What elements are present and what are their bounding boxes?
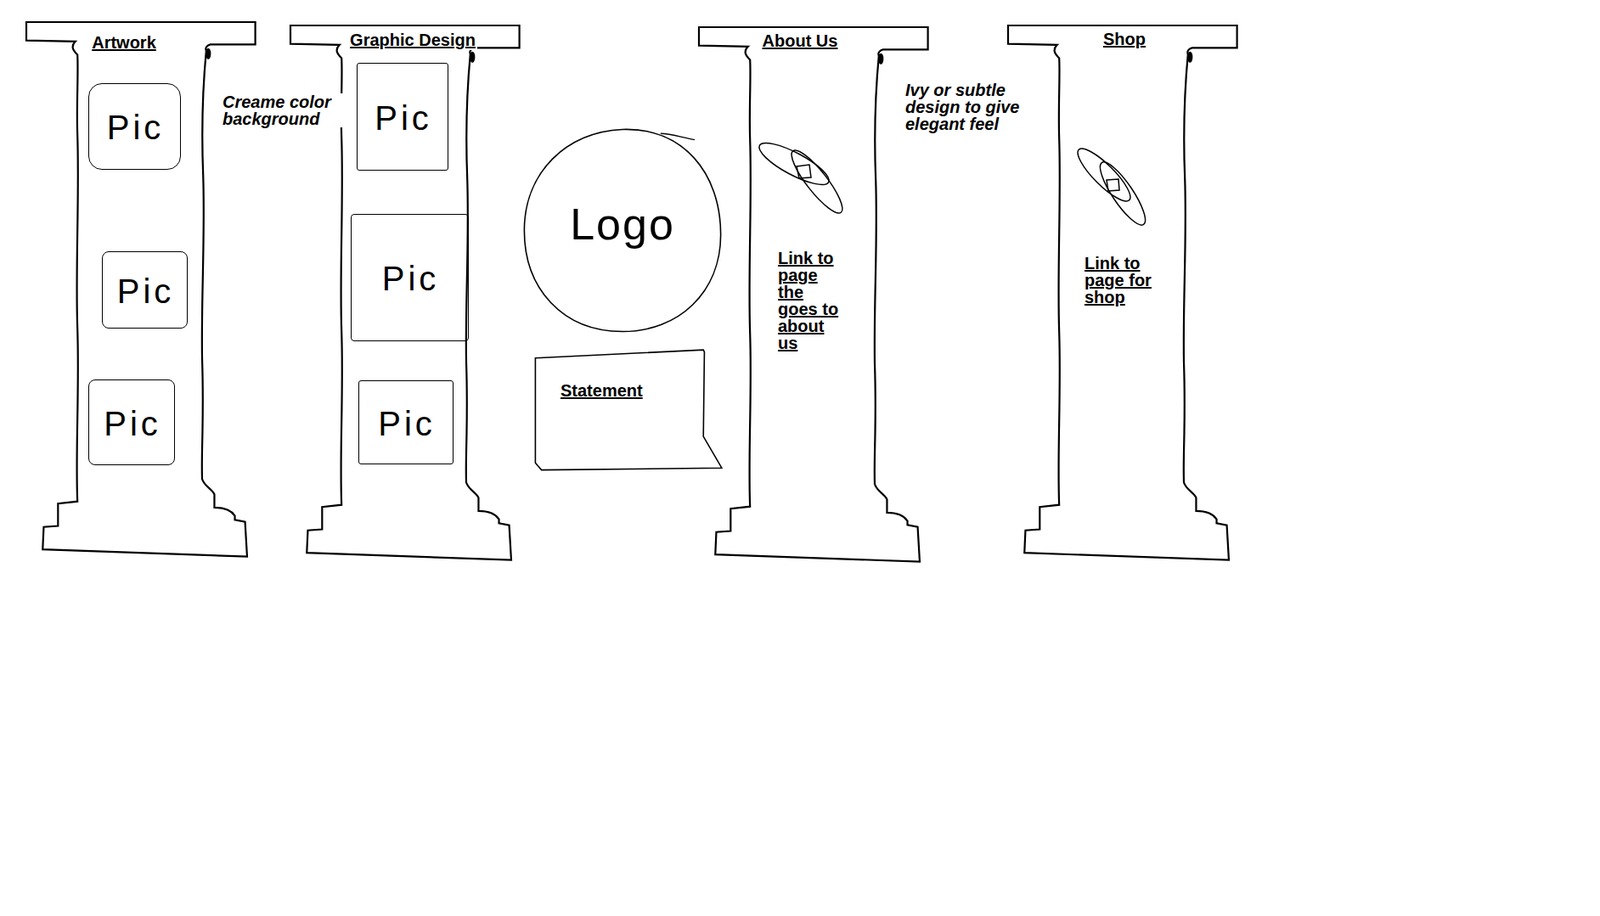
pic-box: Pic <box>358 380 454 465</box>
pic-placeholder-text: Pic <box>374 98 433 138</box>
logo-text: Logo <box>569 198 676 250</box>
note-text: Creame color background <box>222 93 346 128</box>
ivy-scribble <box>796 164 812 179</box>
link-text: Link to page for shop <box>1084 254 1163 306</box>
note-text: Ivy or subtle design to give elegant fee… <box>905 81 1031 133</box>
logo-circle: Logo <box>522 127 723 334</box>
statement-box-outline <box>533 349 723 473</box>
column-outline <box>1008 25 1238 561</box>
ink-blot <box>878 53 884 65</box>
pic-box: Pic <box>88 379 175 466</box>
pic-box: Pic <box>356 62 449 171</box>
pic-placeholder-text: Pic <box>107 107 165 147</box>
link-text: Link to page the goes to about us <box>777 249 846 352</box>
pic-box: Pic <box>101 251 188 329</box>
pic-placeholder-text: Pic <box>117 271 175 311</box>
column-heading: Artwork <box>90 33 158 53</box>
ivy-scribble <box>1106 179 1120 192</box>
column-heading: Graphic Design <box>348 30 478 51</box>
ink-blot <box>1187 51 1193 63</box>
pic-placeholder-text: Pic <box>103 404 162 444</box>
statement-box: Statement <box>533 349 723 473</box>
pic-placeholder-text: Pic <box>382 259 440 299</box>
pic-box: Pic <box>88 83 181 170</box>
column-outline <box>26 22 256 558</box>
box-outline <box>535 349 722 470</box>
statement-text: Statement <box>560 381 643 401</box>
column-node-outline <box>698 27 930 564</box>
ivy-scribble <box>784 144 850 219</box>
pic-box: Pic <box>350 214 469 342</box>
ink-blot <box>205 48 211 60</box>
pen-stroke <box>660 133 695 140</box>
column-heading: About Us <box>760 31 840 51</box>
column-heading: Shop <box>1101 29 1148 50</box>
ivy-scribble <box>1071 142 1137 208</box>
column-node: About Us Link to page the goes to about u… <box>698 27 930 564</box>
column-node: ShopLink to page for shop <box>1008 25 1240 563</box>
circle-outline <box>523 129 721 332</box>
ivy-scribble <box>1092 157 1152 231</box>
column-outline <box>698 27 929 563</box>
pic-placeholder-text: Pic <box>377 404 436 444</box>
ink-blot <box>469 51 475 63</box>
